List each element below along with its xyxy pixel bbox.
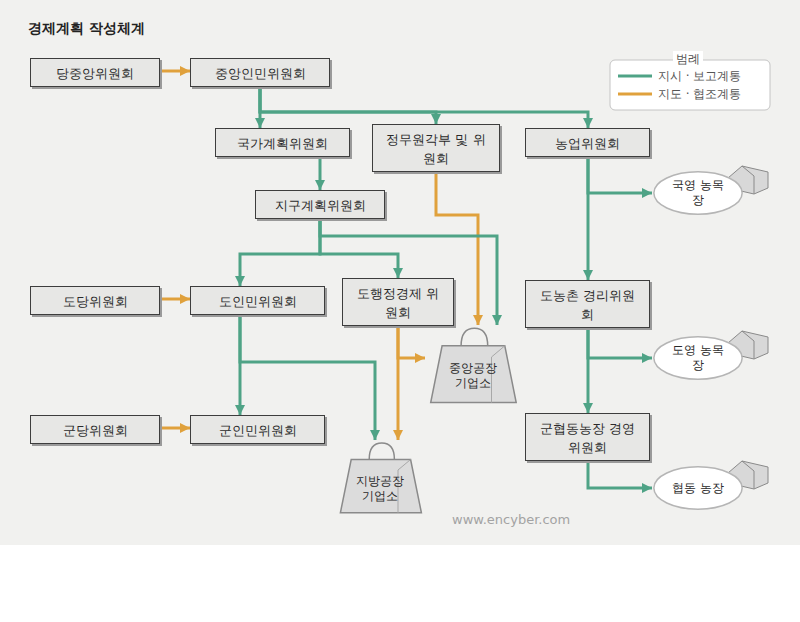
node-text: 농업위원회 bbox=[555, 136, 620, 151]
legend-heading: 범례 bbox=[673, 51, 703, 68]
guidance-connector bbox=[160, 427, 190, 430]
node-text: 국가계획위원회 bbox=[237, 136, 328, 151]
command-connector bbox=[587, 157, 590, 280]
command-connector bbox=[260, 87, 436, 124]
command-connector bbox=[587, 328, 590, 413]
barn-icon bbox=[728, 166, 768, 489]
factory-bag: 중앙공장 기업소 bbox=[425, 325, 520, 405]
guidance-connector bbox=[397, 326, 400, 440]
process-box: 중앙인민위원회 bbox=[190, 58, 330, 87]
node-text: 도농촌 경리위원회 bbox=[540, 288, 635, 322]
node-text: 도영 농목장 bbox=[672, 343, 724, 373]
node-text: 군당위원회 bbox=[63, 423, 128, 438]
node-text: 도행정경제 위원회 bbox=[357, 286, 439, 320]
node-text: 군협동농장 경영위원회 bbox=[540, 421, 635, 455]
command-connector bbox=[240, 219, 320, 286]
legend-text: 지도 · 협조계통 bbox=[658, 86, 741, 102]
legend-line-sample bbox=[618, 75, 652, 78]
process-box: 도농촌 경리위원회 bbox=[525, 280, 650, 328]
farm-oval: 협동 농장 bbox=[652, 465, 744, 511]
command-connector bbox=[588, 157, 652, 193]
guidance-connector bbox=[160, 298, 190, 301]
command-connector bbox=[319, 157, 322, 190]
node-text: 군인민위원회 bbox=[219, 423, 297, 438]
process-box: 지구계획위원회 bbox=[255, 190, 385, 219]
process-box: 군협동농장 경영위원회 bbox=[525, 413, 650, 461]
node-text: 당중앙위원회 bbox=[56, 66, 134, 81]
process-box: 도당위원회 bbox=[30, 286, 160, 315]
node-text: 협동 농장 bbox=[672, 481, 724, 496]
node-text: 국영 농목장 bbox=[672, 178, 724, 208]
node-text: 도당위원회 bbox=[63, 294, 128, 309]
command-connector bbox=[320, 219, 497, 325]
farm-oval: 도영 농목장 bbox=[652, 335, 744, 381]
process-box: 군당위원회 bbox=[30, 415, 160, 444]
node-text: 지방공장 기업소 bbox=[354, 474, 406, 504]
diagram-title: 경제계획 작성체계 bbox=[28, 20, 145, 38]
farm-oval: 국영 농목장 bbox=[652, 170, 744, 216]
legend-line-sample bbox=[618, 93, 652, 96]
guidance-connector bbox=[160, 70, 190, 73]
process-box: 당중앙위원회 bbox=[30, 58, 160, 87]
process-box: 정무원각부 및 위원회 bbox=[372, 124, 500, 172]
node-text: 중앙공장 기업소 bbox=[447, 361, 499, 391]
legend-text: 지시 · 보고계통 bbox=[658, 68, 741, 84]
process-box: 국가계획위원회 bbox=[215, 128, 350, 157]
factory-bag: 지방공장 기업소 bbox=[335, 440, 425, 515]
command-connector bbox=[588, 328, 652, 358]
node-text: 도인민위원회 bbox=[219, 294, 297, 309]
command-connector bbox=[260, 87, 588, 128]
command-connector bbox=[320, 219, 398, 278]
guidance-connector bbox=[398, 326, 425, 358]
watermark: www.encyber.com bbox=[452, 512, 570, 527]
process-box: 도인민위원회 bbox=[190, 286, 325, 315]
node-text: 정무원각부 및 위원회 bbox=[386, 132, 485, 166]
process-box: 군인민위원회 bbox=[190, 415, 325, 444]
node-text: 중앙인민위원회 bbox=[215, 66, 306, 81]
process-box: 도행정경제 위원회 bbox=[342, 278, 454, 326]
node-text: 지구계획위원회 bbox=[275, 198, 366, 213]
process-box: 농업위원회 bbox=[525, 128, 650, 157]
command-connector bbox=[588, 461, 652, 488]
